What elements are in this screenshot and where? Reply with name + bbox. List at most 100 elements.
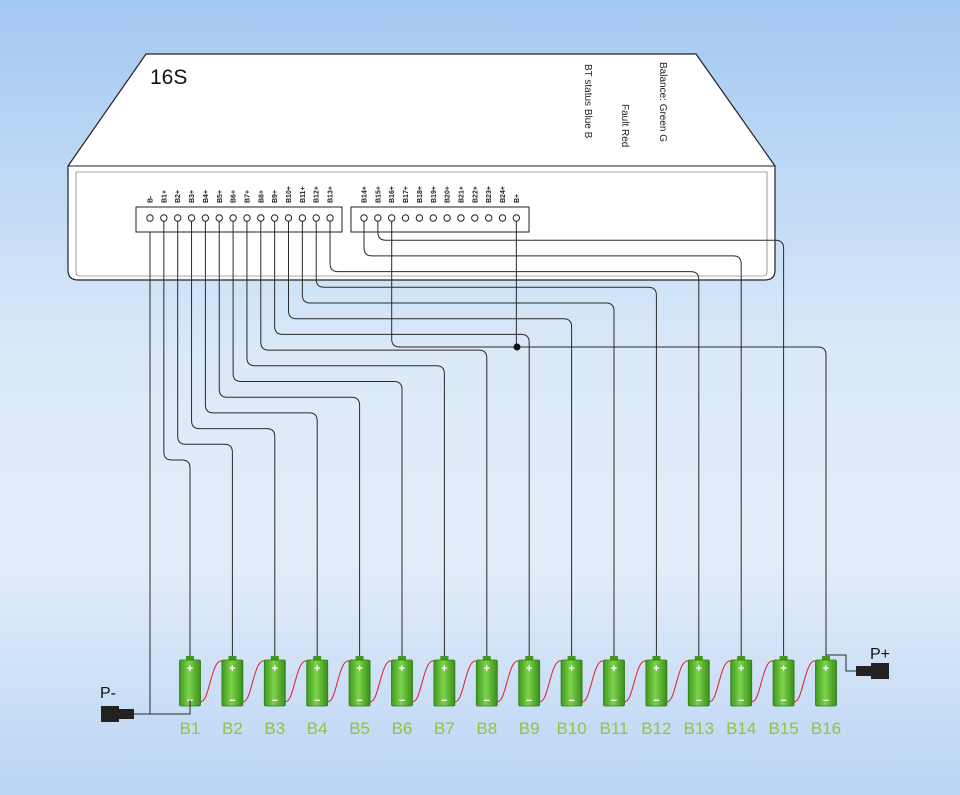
pin-terminal (484, 214, 493, 222)
pin-terminal (257, 214, 265, 222)
pin-label: B7+ (244, 190, 251, 203)
junction-dot (513, 343, 521, 351)
cell-label: B9 (519, 719, 540, 738)
cells: +−B1+−B2+−B3+−B4+−B5+−B6+−B7+−B8+−B9+−B1… (179, 656, 841, 738)
balance-indicator-label: Balance: Green G (657, 62, 668, 142)
pins (146, 214, 521, 222)
cell-cap (270, 656, 279, 661)
cell-body (645, 659, 668, 707)
cell-wire (377, 221, 785, 660)
cell-body (263, 659, 286, 707)
cell-cap (610, 656, 618, 661)
plus-icon: + (823, 663, 829, 675)
series-link (621, 660, 649, 703)
pin-terminal (429, 214, 437, 222)
pin-terminal (201, 214, 210, 222)
battery-cell: +− (645, 656, 668, 707)
series-link (748, 660, 776, 703)
plus-icon: + (780, 663, 786, 675)
p-plus-label: P+ (870, 646, 890, 663)
plus-icon: + (356, 663, 362, 675)
series-link (367, 660, 395, 703)
minus-icon: − (738, 695, 744, 707)
cell-cap (440, 656, 449, 661)
pin-label: B17+ (403, 186, 410, 203)
cell-label: B11 (600, 719, 629, 738)
plus-icon: + (272, 663, 278, 675)
pin-label: B8+ (258, 190, 265, 203)
cell-body (348, 659, 371, 707)
pin-label: B1+ (161, 190, 168, 203)
cell-cap (482, 656, 491, 661)
plus-icon: + (399, 663, 405, 675)
battery-cell: +− (772, 656, 795, 707)
series-link (197, 660, 225, 703)
plus-icon: + (484, 663, 490, 675)
pin-terminal (270, 214, 279, 222)
battery-cell: +− (263, 656, 286, 707)
battery-cell: +− (730, 656, 753, 707)
cell-body (815, 659, 837, 707)
fault-indicator-label: Fault Red (619, 104, 630, 147)
series-link (791, 660, 819, 703)
cell-wire (204, 221, 318, 660)
series-links (197, 660, 819, 703)
series-link (579, 660, 607, 703)
cell-cap (398, 656, 406, 661)
pin-label: B14+ (362, 186, 369, 203)
cell-wire (177, 221, 233, 660)
pin-label: B15+ (375, 186, 382, 203)
pin-terminal (326, 214, 334, 222)
cell-cap (313, 656, 322, 661)
cell-label: B1 (180, 719, 201, 738)
battery-cell: +− (603, 656, 625, 707)
cell-cap (186, 656, 194, 661)
pin-terminal (374, 214, 382, 222)
cell-cap (525, 656, 534, 661)
cell-label: B15 (768, 719, 798, 738)
cell-cap (737, 656, 746, 661)
pin-label: B24+ (500, 186, 507, 203)
cell-label: B5 (349, 719, 370, 738)
minus-icon: − (653, 695, 659, 707)
cell-wire (246, 221, 445, 660)
cell-body (391, 659, 413, 707)
cell-wire (288, 221, 573, 660)
plus-icon: + (187, 663, 193, 675)
cell-body (603, 659, 625, 707)
plus-icon: + (611, 663, 617, 675)
pin-terminal (187, 214, 196, 222)
series-link (536, 660, 564, 703)
cell-label: B13 (684, 719, 714, 738)
series-link (282, 660, 310, 703)
cell-body (518, 659, 541, 707)
cell-body (730, 659, 753, 707)
battery-cell: +− (391, 656, 413, 707)
plus-icon: + (441, 663, 447, 675)
pin-label: B18+ (417, 186, 424, 203)
battery-cell: +− (348, 656, 371, 707)
minus-icon: − (441, 695, 447, 707)
cell-wire (363, 221, 742, 660)
pin-label: B10+ (286, 186, 293, 203)
minus-icon: − (780, 695, 786, 707)
pin-label: B21+ (458, 186, 465, 203)
pin-terminal (471, 214, 479, 222)
pin-label: B- (148, 195, 155, 203)
minus-icon: − (484, 695, 490, 707)
minus-icon: − (611, 695, 617, 707)
pin-terminal (215, 214, 223, 222)
series-link (240, 660, 268, 703)
pin-label: B6+ (231, 190, 238, 203)
pin-terminal (457, 214, 465, 222)
cell-wire (191, 221, 276, 660)
cell-label: B7 (434, 719, 455, 738)
cell-body (221, 659, 244, 707)
minus-icon: − (696, 695, 702, 707)
pin-label: B9+ (272, 190, 279, 203)
pin-label: B+ (514, 194, 521, 203)
battery-cell: +− (815, 656, 837, 707)
pin-terminal (174, 214, 182, 222)
battery-cell: +− (221, 656, 244, 707)
